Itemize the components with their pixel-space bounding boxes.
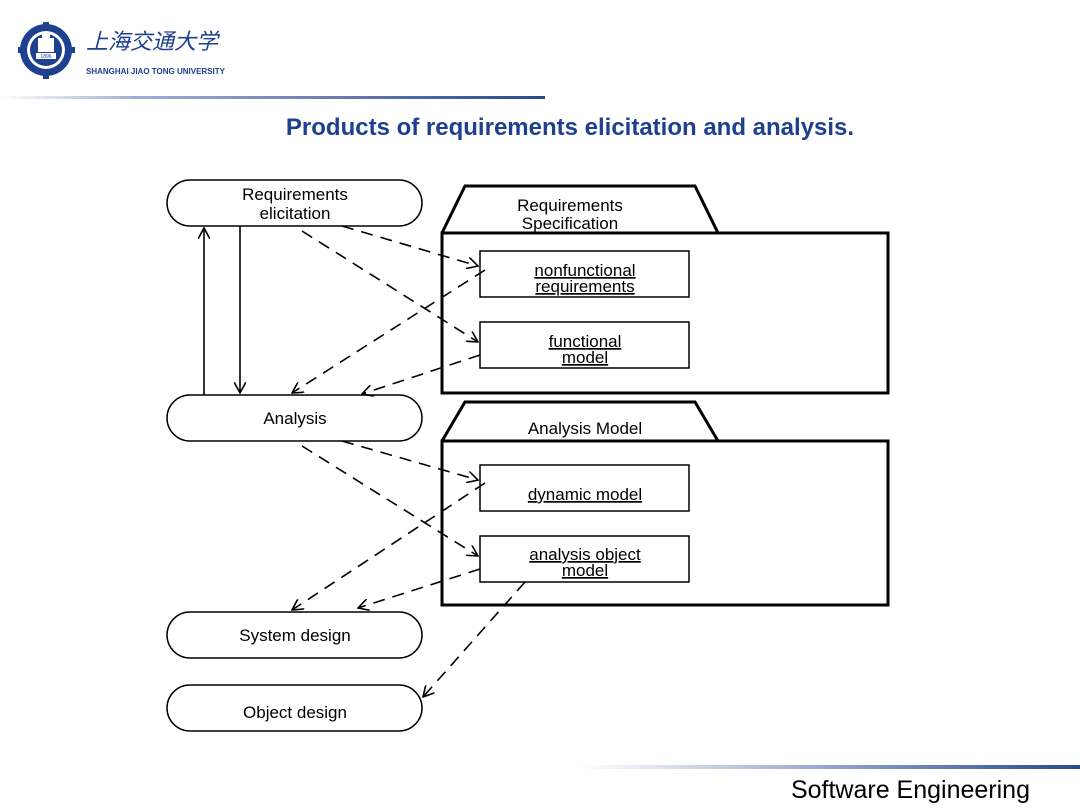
package-requirements-specification-label-1: Requirements <box>517 196 623 215</box>
artifact-functional-model-label-2: model <box>562 348 608 367</box>
artifact-nonfunctional-requirements: nonfunctional requirements <box>479 250 690 298</box>
node-system-design: System design <box>166 611 423 659</box>
artifact-analysis-object-model: analysis object model <box>479 535 690 583</box>
svg-text:1896: 1896 <box>40 54 51 60</box>
node-system-design-label: System design <box>239 626 351 645</box>
node-analysis-label: Analysis <box>263 409 326 428</box>
package-analysis-model-label: Analysis Model <box>528 419 642 438</box>
dep-elicitation-to-nonfunctional <box>341 225 478 266</box>
node-requirements-elicitation: Requirements elicitation <box>166 179 423 227</box>
logo-english-name: SHANGHAI JIAO TONG UNIVERSITY <box>86 67 226 76</box>
artifact-dynamic-model: dynamic model <box>479 464 690 512</box>
artifact-functional-model-label-1: functional <box>549 332 622 351</box>
dep-elicitation-to-functional <box>301 230 478 342</box>
package-requirements-specification-label-2: Specification <box>522 214 618 233</box>
dep-analysis-to-analysis-object <box>301 445 478 556</box>
node-object-design: Object design <box>166 684 423 732</box>
artifact-analysis-object-model-label-1: analysis object <box>529 545 641 564</box>
footer-divider <box>580 765 1080 769</box>
artifact-functional-model: functional model <box>479 321 690 369</box>
university-seal-icon: 1896 <box>18 22 75 79</box>
footer-course-title: Software Engineering <box>790 776 1030 804</box>
dep-analysis-to-dynamic <box>341 440 478 480</box>
slide-title: Products of requirements elicitation and… <box>285 114 855 141</box>
dep-analysis-object-to-system-design <box>358 568 481 608</box>
university-logo: 1896 上海交通大学 SHANGHAI JIAO TONG UNIVERSIT… <box>18 22 226 79</box>
node-requirements-elicitation-label-2: elicitation <box>260 204 331 223</box>
artifact-dynamic-model-label: dynamic model <box>528 485 642 504</box>
dep-nonfunctional-to-analysis <box>292 269 486 393</box>
artifact-nonfunctional-requirements-label-1: nonfunctional <box>534 261 635 280</box>
header-divider <box>0 96 545 99</box>
dep-analysis-object-to-object-design <box>423 581 526 697</box>
dep-functional-to-analysis <box>362 354 481 394</box>
node-requirements-elicitation-label-1: Requirements <box>242 185 348 204</box>
node-object-design-label: Object design <box>243 703 347 722</box>
node-analysis: Analysis <box>166 394 423 442</box>
artifact-nonfunctional-requirements-label-2: requirements <box>535 277 634 296</box>
artifact-analysis-object-model-label-2: model <box>562 561 608 580</box>
logo-chinese-name: 上海交通大学 <box>86 30 221 55</box>
